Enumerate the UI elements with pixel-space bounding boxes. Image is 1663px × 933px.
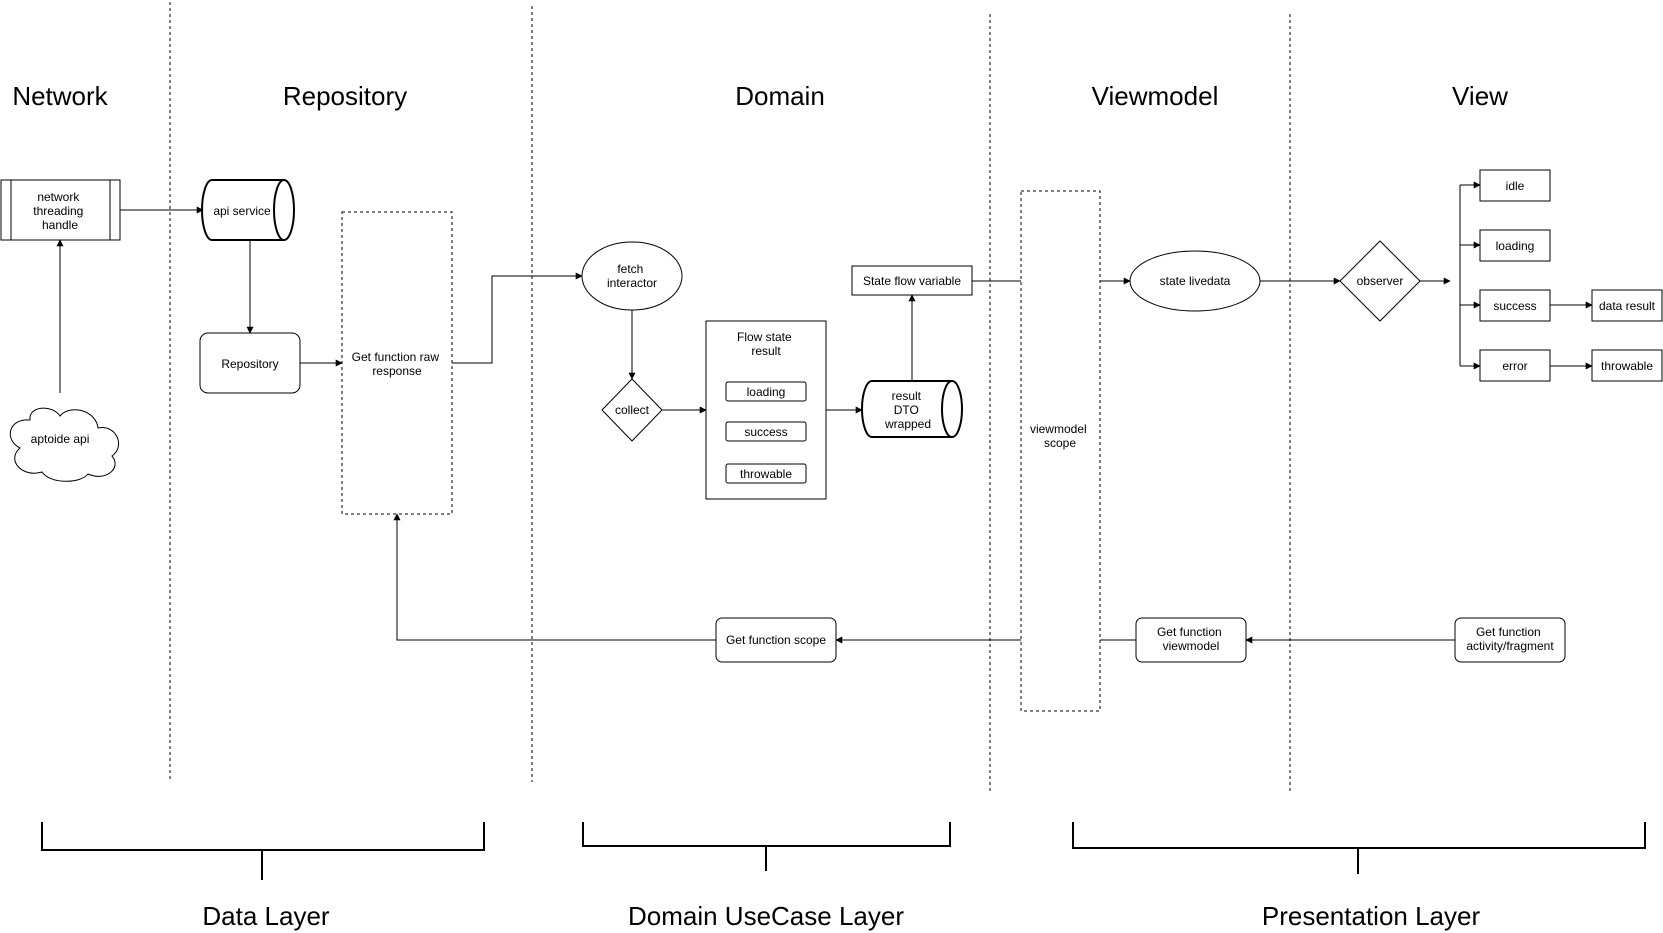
network-threading-node: network threading handle — [0, 179, 121, 241]
get-function-activity-line-2: activity/fragment — [1466, 639, 1554, 653]
data-result-node: data result — [1591, 289, 1663, 322]
view-state-loading: loading — [1479, 229, 1551, 262]
bracket-domain-layer — [582, 822, 951, 847]
aptoide-api-label: aptoide api — [31, 432, 90, 446]
repository-label: Repository — [221, 357, 278, 371]
svg-text:Get function viewmodel: Get function viewmodel — [1157, 625, 1225, 653]
view-state-idle-label: idle — [1506, 179, 1525, 193]
flow-state-item-loading: loading — [747, 385, 786, 399]
result-dto-line-2: DTO — [894, 403, 919, 417]
arrow-get-raw-to-fetch — [452, 272, 583, 364]
state-flow-variable-label: State flow variable — [863, 274, 961, 288]
view-state-error: error — [1479, 349, 1551, 382]
network-threading-line-3: handle — [42, 218, 78, 232]
state-livedata-node: state livedata — [1129, 250, 1261, 312]
get-raw-line-2: response — [372, 364, 422, 378]
collect-label: collect — [615, 403, 650, 417]
flow-state-title-line-2: result — [751, 344, 781, 358]
fetch-interactor-node: fetch interactor — [581, 241, 683, 311]
flow-state-item-throwable: throwable — [740, 467, 792, 481]
get-function-viewmodel-node: Get function viewmodel — [1135, 617, 1247, 663]
layer-title-domain: Domain UseCase Layer — [628, 901, 904, 931]
collect-decision-node: collect — [601, 378, 663, 442]
observer-label: observer — [1357, 274, 1404, 288]
svg-text:viewmodel scope: viewmodel scope — [1030, 422, 1090, 450]
view-state-loading-label: loading — [1496, 239, 1535, 253]
get-function-viewmodel-line-1: Get function — [1157, 625, 1222, 639]
repository-node: Repository — [199, 332, 301, 394]
layer-brackets — [41, 822, 1646, 880]
state-flow-variable-node: State flow variable — [851, 265, 973, 296]
result-dto-line-3: wrapped — [884, 417, 931, 431]
svg-text:fetch interactor: fetch interactor — [607, 262, 657, 290]
result-dto-line-1: result — [892, 389, 922, 403]
flow-state-result-node: Flow state result loading success throwa… — [705, 320, 827, 500]
svg-text:result DTO wrapped: result DTO wrapped — [884, 389, 931, 431]
column-title-viewmodel: Viewmodel — [1092, 81, 1219, 111]
throwable-label: throwable — [1601, 359, 1653, 373]
aptoide-api-cloud: aptoide api — [9, 407, 119, 482]
viewmodel-scope-line-2: scope — [1044, 436, 1076, 450]
get-function-scope-node: Get function scope — [715, 617, 837, 663]
get-function-activity-line-1: Get function — [1476, 625, 1541, 639]
svg-text:network threading: network threading handle — [33, 190, 86, 232]
view-state-error-label: error — [1502, 359, 1527, 373]
layer-title-presentation: Presentation Layer — [1262, 901, 1481, 931]
data-result-label: data result — [1599, 299, 1656, 313]
column-title-repository: Repository — [283, 81, 407, 111]
fetch-interactor-line-2: interactor — [607, 276, 657, 290]
get-function-raw-response-node: Get function raw response — [341, 211, 453, 515]
api-service-label: api service — [213, 204, 271, 218]
bracket-data-layer — [41, 822, 485, 851]
column-title-network: Network — [12, 81, 108, 111]
svg-text:Get function activity/fr: Get function activity/fragment — [1466, 625, 1554, 653]
viewmodel-scope-line-1: viewmodel — [1030, 422, 1087, 436]
get-function-scope-label: Get function scope — [726, 633, 826, 647]
network-threading-line-2: threading — [33, 204, 83, 218]
get-function-viewmodel-line-2: viewmodel — [1163, 639, 1220, 653]
throwable-node: throwable — [1591, 349, 1663, 382]
arrow-get-scope-to-get-raw — [393, 513, 716, 641]
observer-decision-node: observer — [1339, 240, 1421, 322]
column-separators — [169, 2, 1291, 792]
column-title-domain: Domain — [735, 81, 825, 111]
connectors — [56, 181, 1593, 644]
view-state-success-label: success — [1493, 299, 1536, 313]
view-state-idle: idle — [1479, 169, 1551, 202]
fetch-interactor-line-1: fetch — [617, 262, 643, 276]
svg-text:Get function raw respons: Get function raw response — [352, 350, 443, 378]
get-raw-line-1: Get function raw — [352, 350, 440, 364]
flow-state-title-line-1: Flow state — [737, 330, 792, 344]
result-dto-cylinder: result DTO wrapped — [861, 380, 963, 438]
network-threading-line-1: network — [37, 190, 80, 204]
viewmodel-scope-node: viewmodel scope — [1020, 190, 1101, 712]
state-livedata-label: state livedata — [1160, 274, 1231, 288]
layer-title-data: Data Layer — [202, 901, 330, 931]
api-service-cylinder: api service — [201, 179, 295, 241]
bracket-presentation-layer — [1072, 822, 1646, 849]
get-function-activity-fragment-node: Get function activity/fragment — [1454, 617, 1566, 663]
flow-state-item-success: success — [744, 425, 787, 439]
view-state-success: success — [1479, 289, 1551, 322]
svg-text:Flow state result: Flow state result — [737, 330, 795, 358]
column-title-view: View — [1452, 81, 1508, 111]
